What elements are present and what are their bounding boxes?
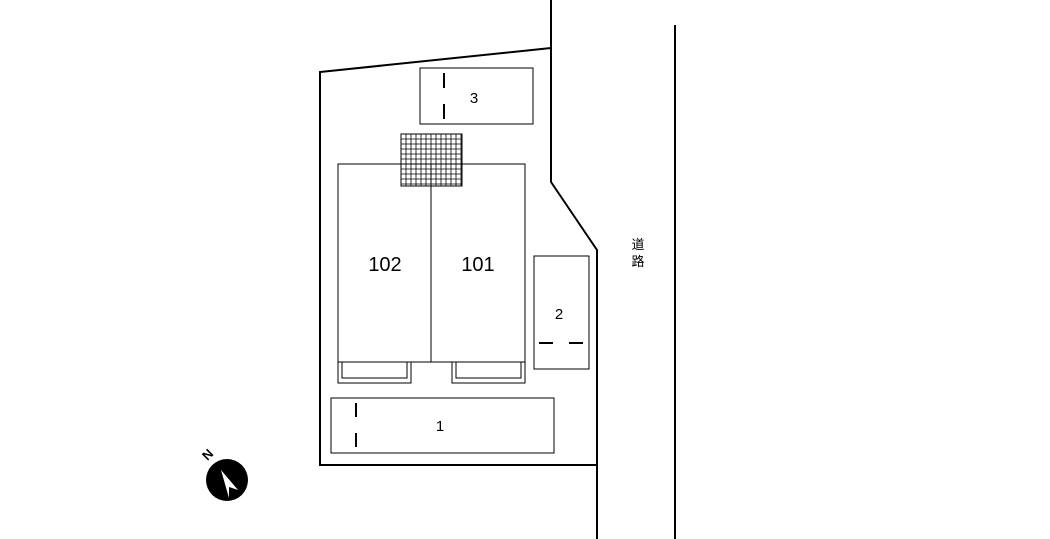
unit-102-label: 102 <box>368 254 401 276</box>
parking-space-1 <box>330 397 555 454</box>
lot-boundary <box>550 0 598 539</box>
parking-space-3 <box>419 67 534 125</box>
parking-1-label: 1 <box>436 418 444 435</box>
unit-102-balcony <box>337 361 412 384</box>
parking-space-2 <box>533 255 590 370</box>
parking-3-label: 3 <box>470 90 478 107</box>
parking-2-label: 2 <box>555 306 563 323</box>
north-letter: N <box>199 446 216 463</box>
road-label-2: 路 <box>631 254 644 270</box>
lot-boundary-west <box>319 47 597 466</box>
unit-102-balcony-inner <box>341 361 408 379</box>
unit-101-label: 101 <box>461 254 494 276</box>
unit-101-balcony-inner <box>455 361 522 379</box>
grid-area <box>400 133 463 187</box>
road-label-1: 道 <box>631 238 644 253</box>
north-compass-icon: N <box>199 446 248 501</box>
unit-101-balcony <box>451 361 526 384</box>
